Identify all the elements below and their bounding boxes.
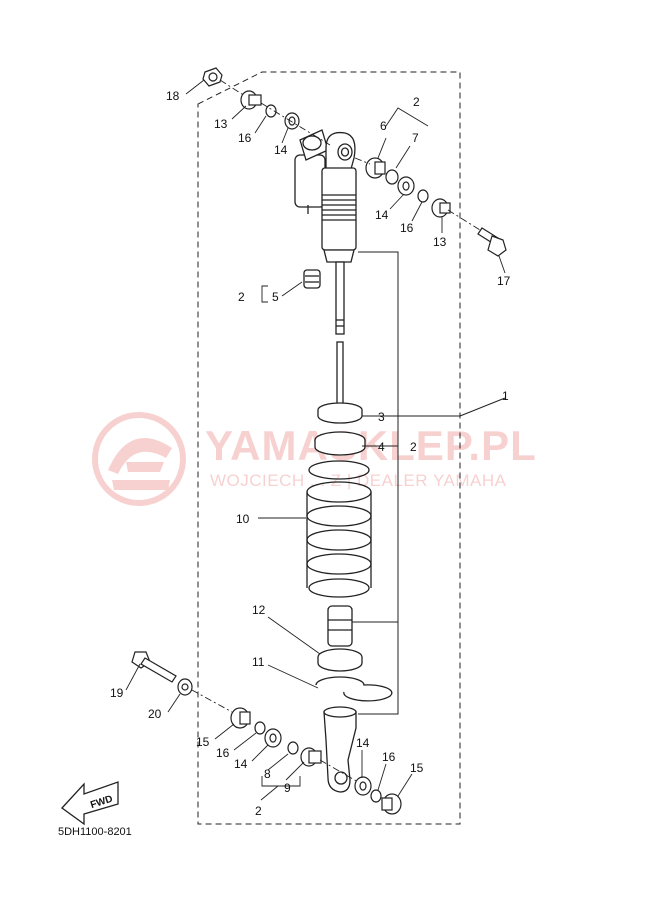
callout-15-left: 15 [196,735,210,749]
callout-2-top: 2 [413,95,420,109]
watermark: YAMASKLEP.PL WOJCIECH ... Z | DEALER YAM… [92,412,536,506]
lower-hardware [131,651,402,815]
callout-13-upper-left: 13 [214,117,228,131]
callout-9: 9 [284,781,291,795]
callout-10: 10 [236,512,250,526]
callout-14-upper-left: 14 [274,143,288,157]
callouts: 18 13 16 14 2 6 7 14 16 13 17 2 5 1 3 4 … [110,89,511,818]
spring [306,460,372,598]
upper-hardware [202,67,507,257]
assembly-boundary [197,71,461,825]
fwd-arrow: FWD [61,781,119,826]
callout-16-lower-left: 16 [216,746,230,760]
callout-20: 20 [148,707,162,721]
diagram-code: 5DH1100-8201 [58,826,132,838]
callout-5: 5 [272,290,279,304]
callout-19: 19 [110,686,124,700]
callout-8: 8 [264,767,271,781]
callout-14-lower-right: 14 [356,736,370,750]
callout-3: 3 [378,410,385,424]
callout-16-upper-right: 16 [400,221,414,235]
callout-18: 18 [166,89,180,103]
callout-14-lower-left: 14 [234,757,248,771]
callout-15-right: 15 [410,761,424,775]
callout-16-upper-left: 16 [238,131,252,145]
callout-1: 1 [502,389,509,403]
assembly-bracket [352,251,506,715]
callout-14-upper-right: 14 [375,208,389,222]
watermark-tagline: WOJCIECH ... Z | DEALER YAMAHA [210,471,507,490]
alignment-lines [191,79,481,783]
callout-6: 6 [380,119,387,133]
callout-11: 11 [252,655,265,669]
callout-12: 12 [252,603,266,617]
watermark-logo [92,412,186,506]
callout-4: 4 [378,440,385,454]
callout-2-mid: 2 [238,290,245,304]
callout-7: 7 [412,131,419,145]
leader-lines [125,79,506,801]
callout-16-lower-right: 16 [382,750,396,764]
callout-13-upper-right: 13 [433,235,447,249]
callout-2-bottom: 2 [255,804,262,818]
callout-2-right: 2 [410,440,417,454]
shock-absorber [294,129,393,793]
callout-17: 17 [497,274,511,288]
